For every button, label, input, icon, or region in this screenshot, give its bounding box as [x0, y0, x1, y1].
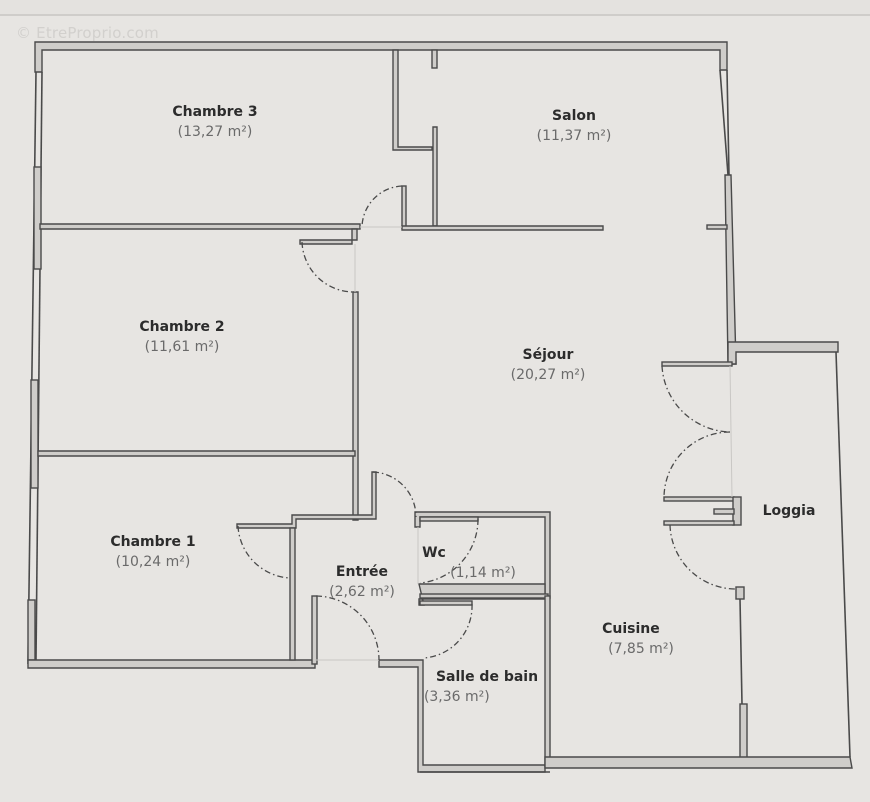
- room-cuisine: Cuisine (7,85 m²): [602, 620, 674, 659]
- room-name: Entrée: [335, 564, 389, 580]
- room-chambre-1: Chambre 1 (10,24 m²): [110, 533, 195, 572]
- outer-walls: [27, 41, 839, 669]
- room-loggia: Loggia: [763, 502, 816, 521]
- room-wc: Wc (1,14 m²): [422, 544, 516, 583]
- room-area: (10,24 m²): [115, 554, 191, 570]
- watermark: © EtreProprio.com: [16, 24, 159, 42]
- room-area: (13,27 m²): [177, 124, 253, 140]
- room-area: (11,37 m²): [536, 128, 612, 144]
- room-area: (7,85 m²): [608, 641, 674, 657]
- room-name: Cuisine: [602, 621, 660, 637]
- room-salle-de-bain: Salle de bain (3,36 m²): [424, 668, 539, 707]
- room-name: Séjour: [522, 347, 574, 363]
- room-area: (11,61 m²): [144, 339, 220, 355]
- room-name: Chambre 1: [110, 534, 196, 550]
- room-area: (2,62 m²): [329, 584, 395, 600]
- room-chambre-3: Chambre 3 (13,27 m²): [172, 103, 257, 142]
- room-entree: Entrée (2,62 m²): [329, 563, 395, 602]
- room-name: Wc: [422, 545, 446, 561]
- room-name: Salle de bain: [435, 669, 539, 685]
- room-salon: Salon (11,37 m²): [537, 107, 612, 146]
- room-name: Chambre 2: [139, 319, 225, 335]
- room-name: Loggia: [762, 503, 816, 519]
- thresholds: [315, 226, 733, 661]
- room-name: Salon: [552, 108, 596, 124]
- door-swings: [237, 185, 737, 661]
- room-area: (1,14 m²): [450, 565, 516, 581]
- room-chambre-2: Chambre 2 (11,61 m²): [139, 318, 224, 357]
- room-name: Chambre 3: [172, 104, 258, 120]
- room-sejour: Séjour (20,27 m²): [511, 346, 586, 385]
- interior-walls: [37, 49, 853, 773]
- room-area: (3,36 m²): [423, 689, 490, 705]
- room-area: (20,27 m²): [510, 367, 586, 383]
